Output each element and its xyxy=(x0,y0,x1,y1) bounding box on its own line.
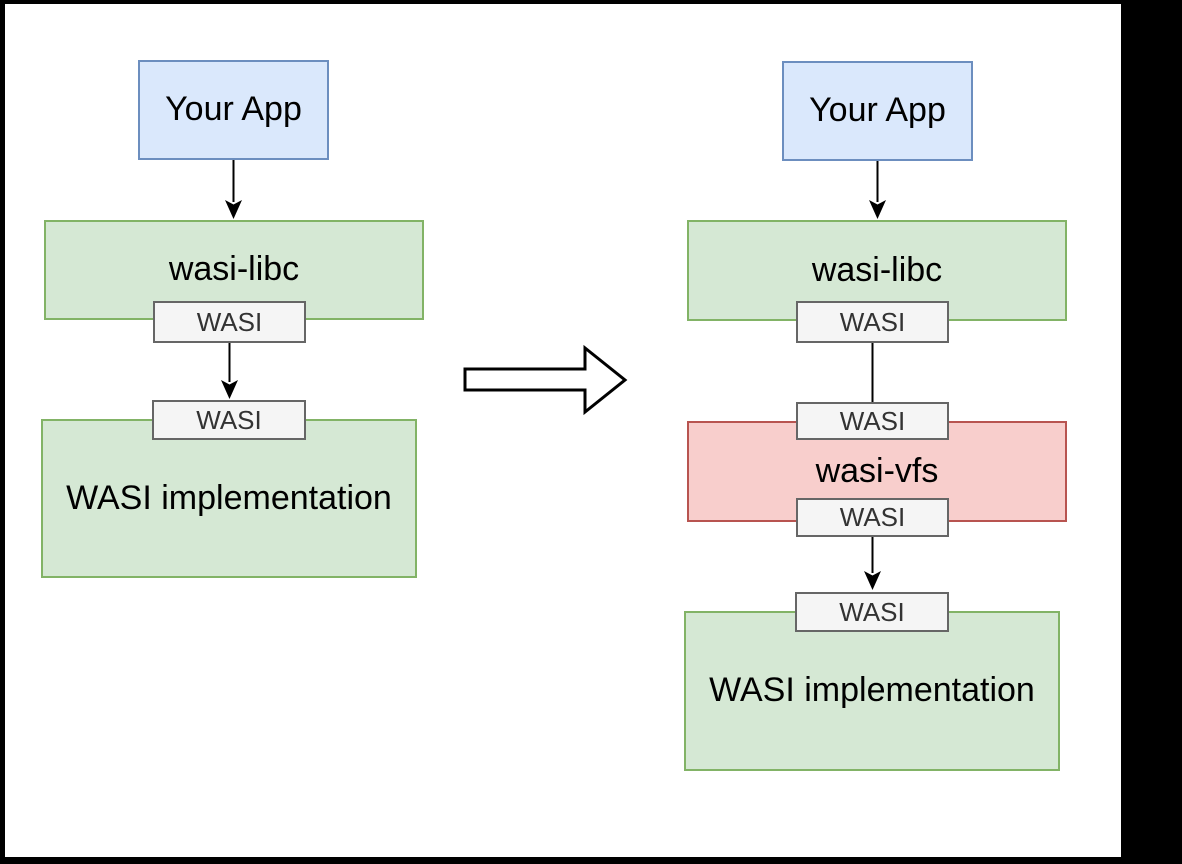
after-libc-wasi-port-label: WASI xyxy=(839,306,906,337)
before-impl-wasi-port-label: WASI xyxy=(196,404,262,435)
after-impl-wasi-port: WASI xyxy=(795,592,949,632)
after-impl-wasi-port-label: WASI xyxy=(839,596,905,627)
after-vfs-top-wasi-port: WASI xyxy=(796,402,949,440)
before-wasi-libc-label: wasi-libc xyxy=(168,250,300,289)
after-libc-wasi-port: WASI xyxy=(796,301,949,343)
before-impl-wasi-port: WASI xyxy=(152,400,306,440)
after-your-app-box: Your App xyxy=(782,61,973,161)
before-your-app-box: Your App xyxy=(138,60,329,160)
after-wasi-libc-label: wasi-libc xyxy=(811,250,943,289)
after-vfs-bottom-wasi-port: WASI xyxy=(796,498,949,537)
after-vfs-bottom-wasi-port-label: WASI xyxy=(839,502,906,533)
after-wasi-vfs-label: wasi-vfs xyxy=(815,451,939,490)
after-your-app-label: Your App xyxy=(809,91,946,130)
after-wasi-implementation-box: WASI implementation xyxy=(684,611,1060,771)
before-libc-wasi-port: WASI xyxy=(153,301,306,343)
before-wasi-implementation-label: WASI implementation xyxy=(66,478,392,517)
after-wasi-implementation-label: WASI implementation xyxy=(709,671,1035,710)
before-your-app-label: Your App xyxy=(165,90,302,129)
after-vfs-top-wasi-port-label: WASI xyxy=(839,405,906,436)
after-wasi-libc-box: wasi-libc xyxy=(687,220,1067,321)
before-libc-wasi-port-label: WASI xyxy=(196,306,263,337)
before-wasi-implementation-box: WASI implementation xyxy=(41,419,417,578)
